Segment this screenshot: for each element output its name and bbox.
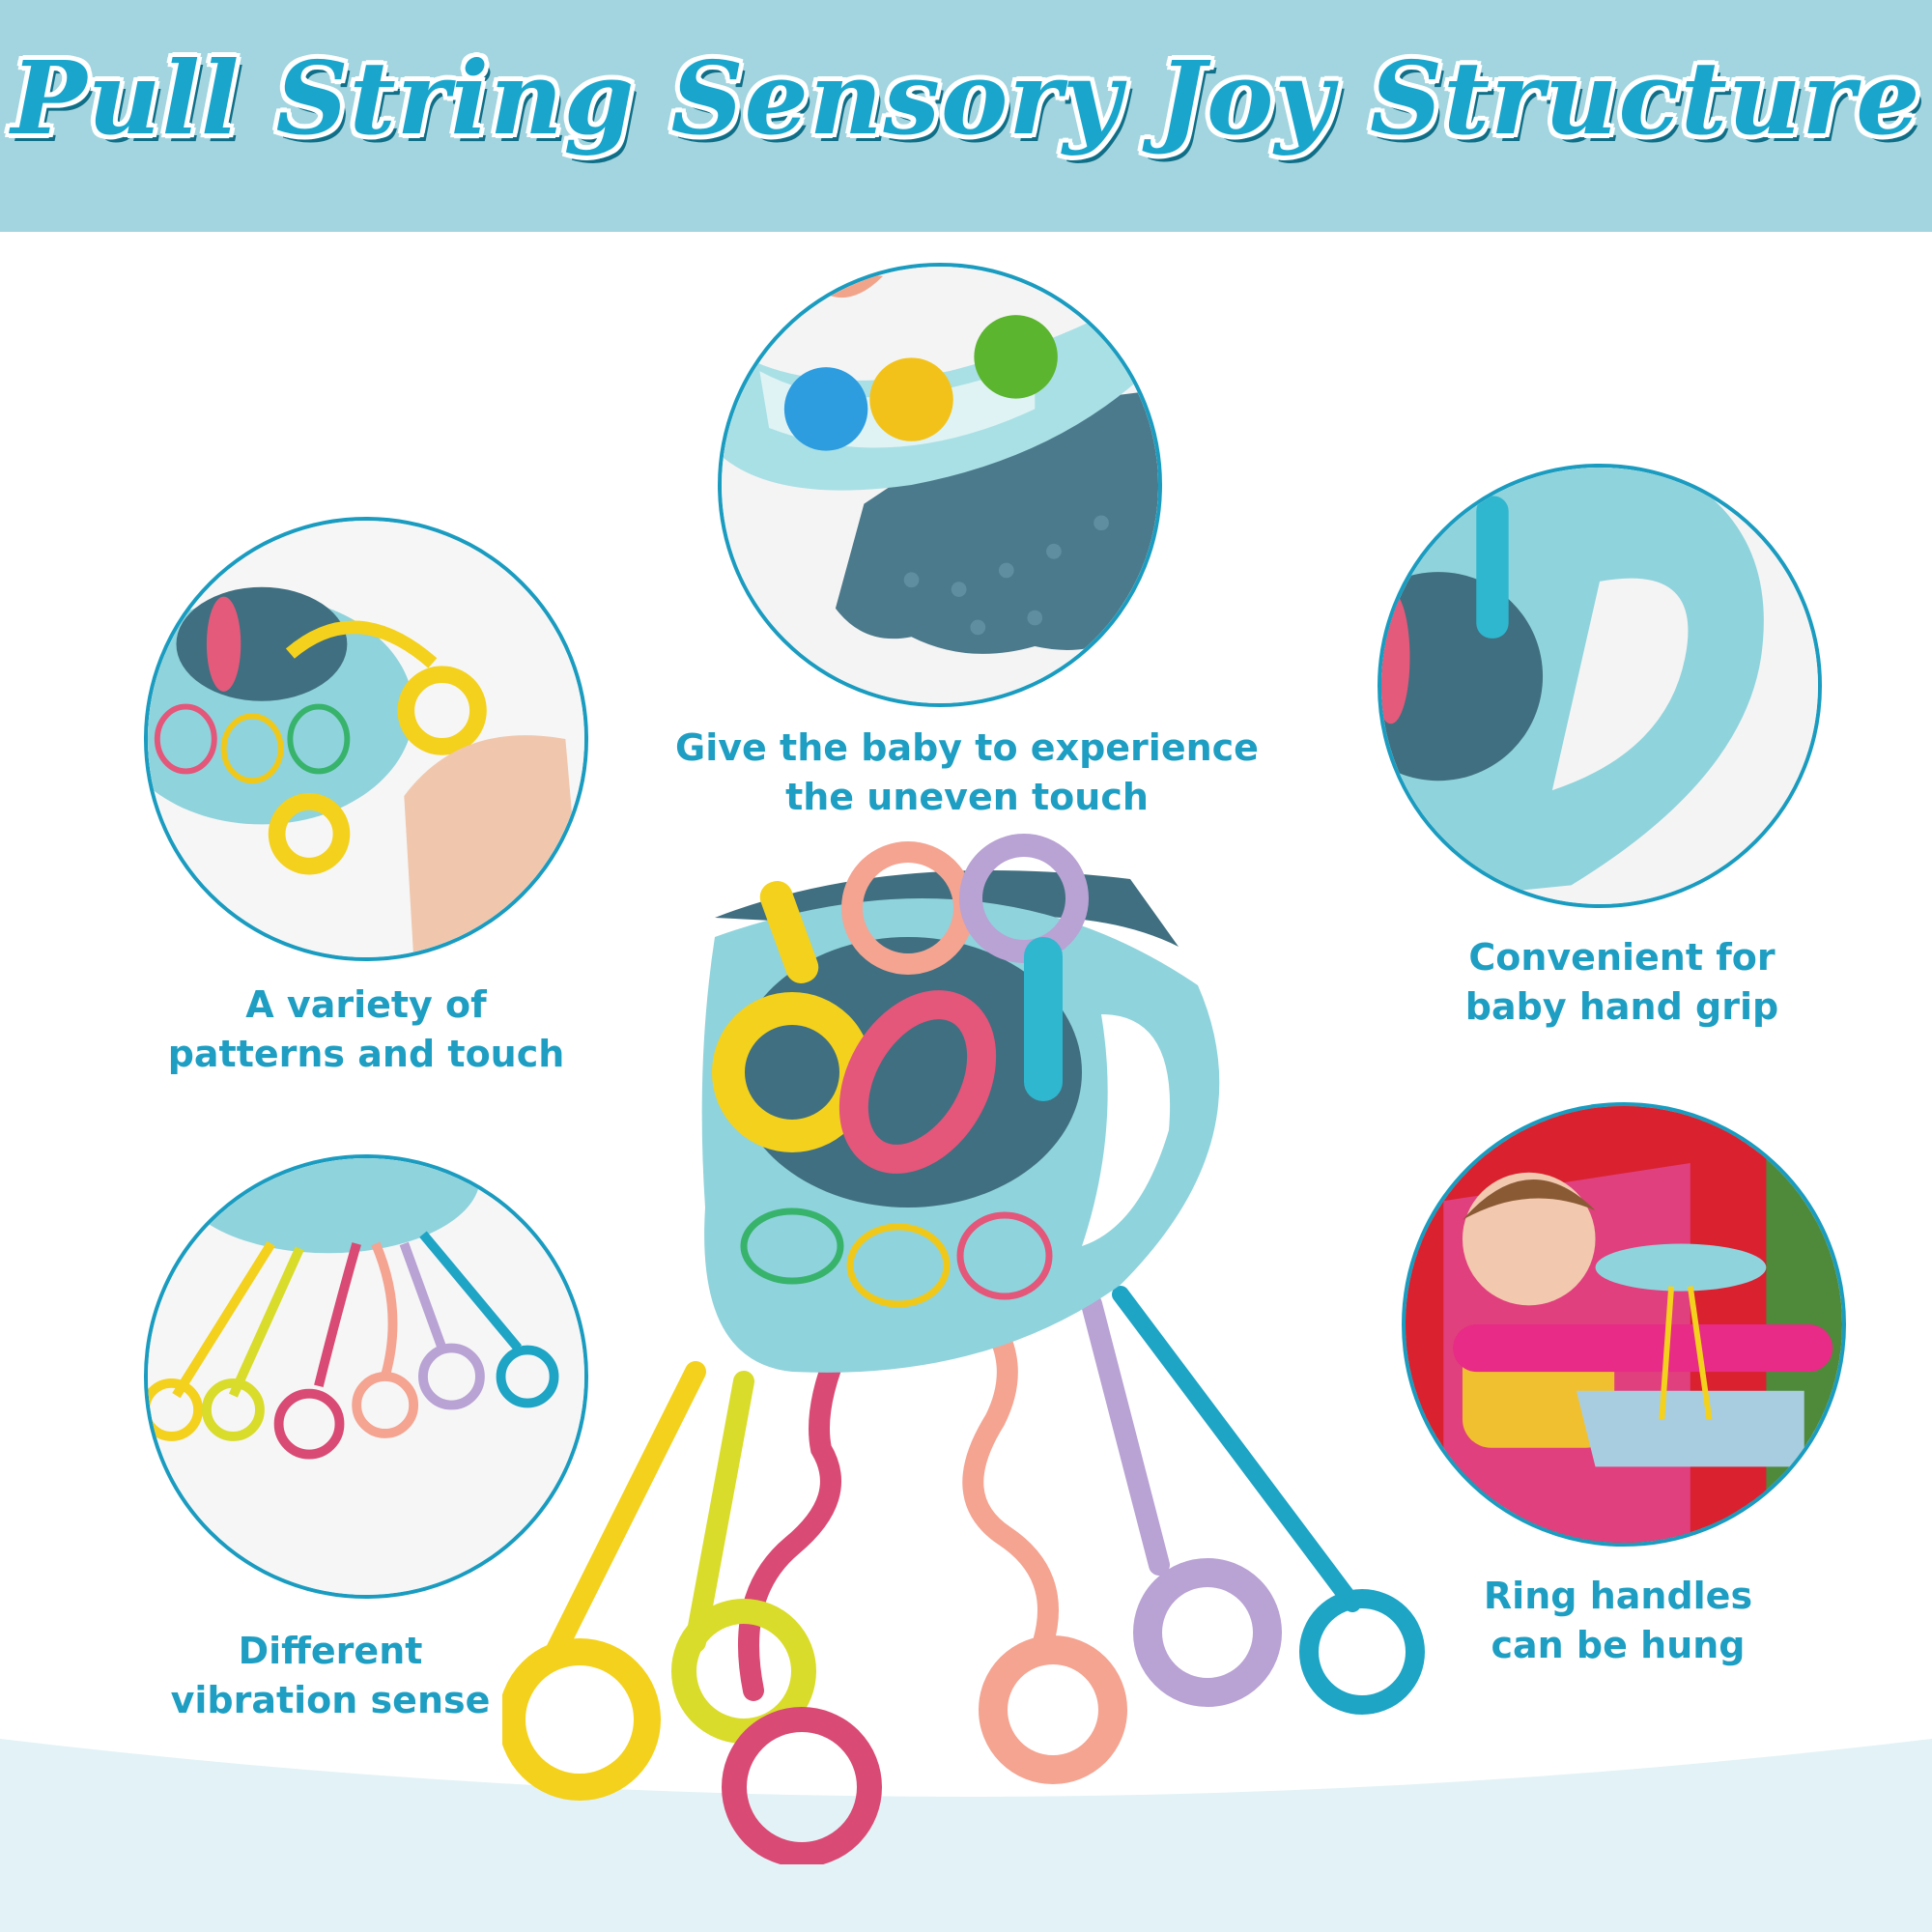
detail-circle-grip	[1378, 464, 1822, 908]
detail-circle-texture	[718, 263, 1162, 707]
caption-line: can be hung	[1491, 1624, 1746, 1666]
texture-closeup-image	[722, 267, 1158, 703]
caption-line: Ring handles	[1483, 1575, 1753, 1617]
stroller-photo	[1406, 1106, 1842, 1543]
caption-line: baby hand grip	[1464, 985, 1779, 1028]
caption-line: Give the baby to experience	[675, 726, 1259, 769]
product-toy-image	[502, 834, 1425, 1864]
page-title: Pull String Sensory Joy Structure	[11, 39, 1921, 157]
caption-vibration: Different vibration sense	[0, 1627, 668, 1725]
detail-circle-strings	[144, 1154, 588, 1599]
caption-line: Convenient for	[1468, 936, 1776, 979]
caption-grip: Convenient for baby hand grip	[1284, 933, 1932, 1032]
caption-uneven-touch: Give the baby to experience the uneven t…	[629, 724, 1305, 822]
caption-patterns: A variety of patterns and touch	[28, 980, 704, 1079]
caption-line: the uneven touch	[785, 776, 1149, 818]
caption-hang: Ring handles can be hung	[1280, 1572, 1932, 1670]
caption-line: A variety of	[245, 983, 487, 1026]
detail-circle-patterns	[144, 517, 588, 961]
detail-circle-stroller	[1402, 1102, 1846, 1547]
caption-line: patterns and touch	[167, 1033, 565, 1075]
patterns-closeup-image	[148, 521, 584, 957]
bottom-wave	[0, 1739, 1932, 1932]
caption-line: vibration sense	[170, 1679, 491, 1721]
caption-line: Different	[238, 1630, 423, 1672]
grip-closeup-image	[1381, 468, 1818, 904]
title-banner	[0, 0, 1932, 232]
